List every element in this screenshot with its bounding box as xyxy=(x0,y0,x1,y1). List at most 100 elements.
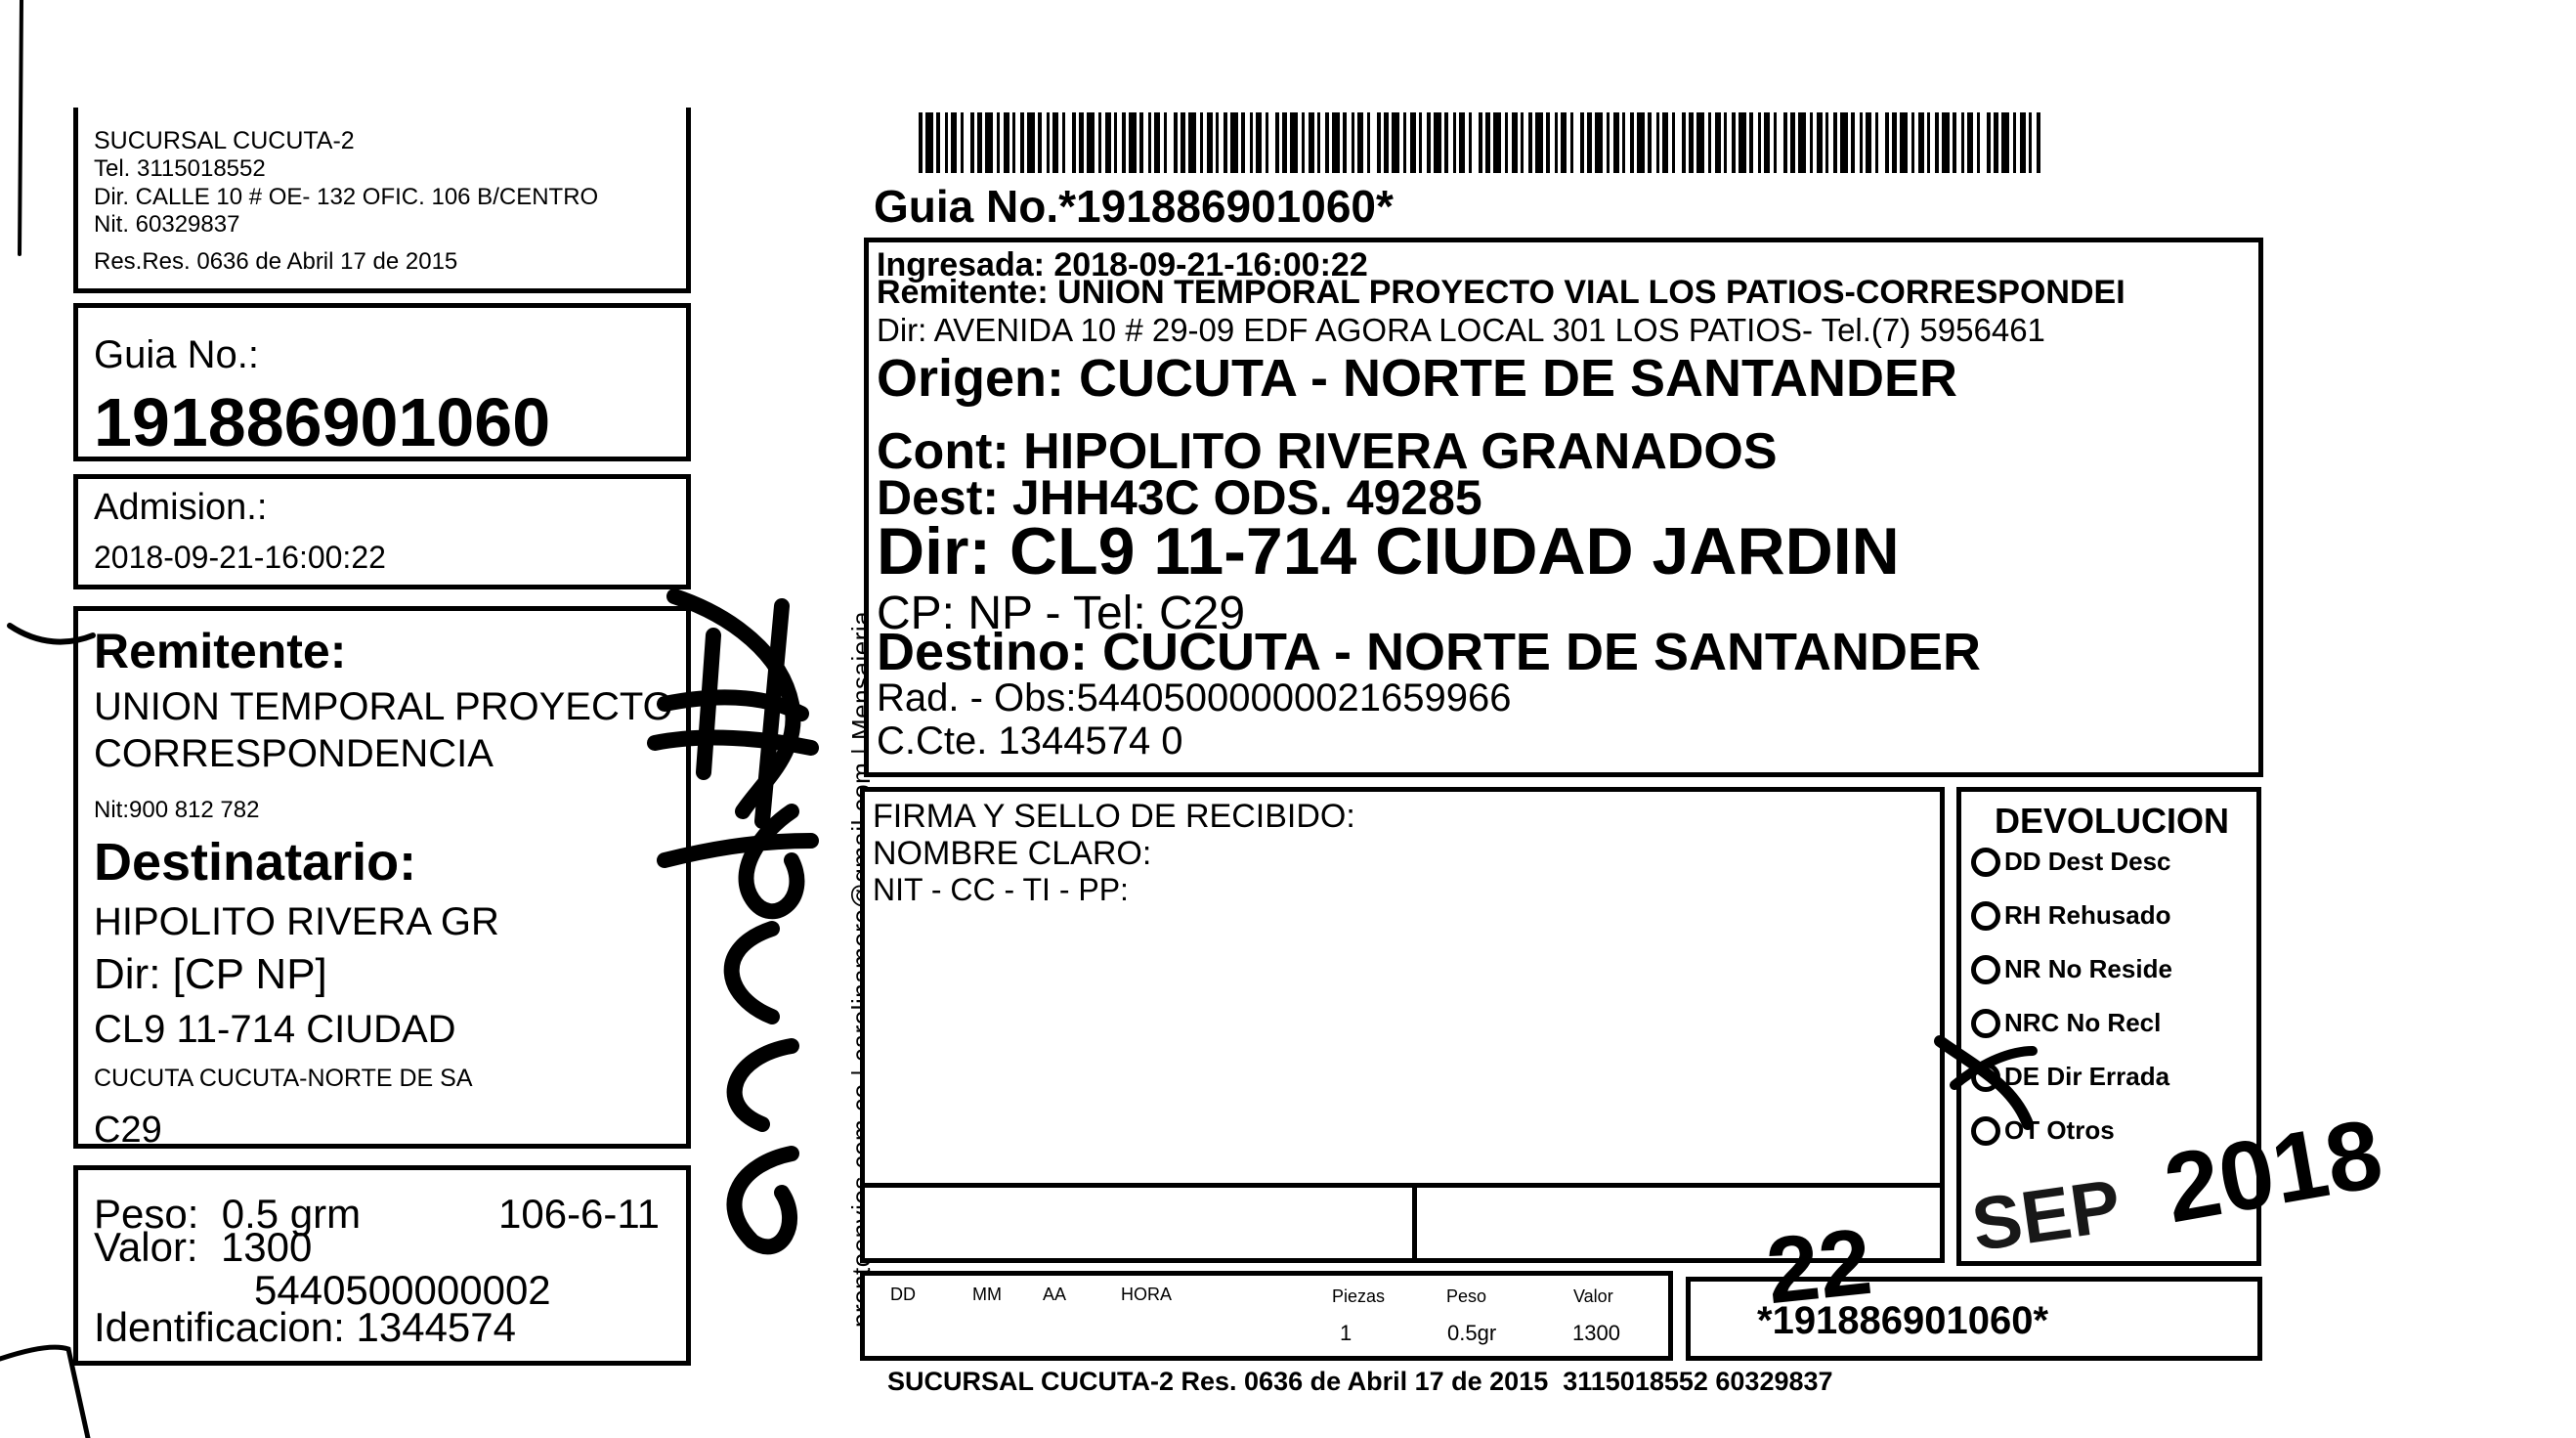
barcode-bar xyxy=(1696,112,1704,173)
barcode-bar xyxy=(1174,112,1178,173)
barcode-bar xyxy=(1352,112,1354,173)
barcode-bar xyxy=(961,112,964,173)
barcode-bar xyxy=(1607,112,1610,173)
radio-nrc[interactable] xyxy=(1971,1008,2000,1038)
radio-nr[interactable] xyxy=(1971,954,2000,984)
barcode-bar xyxy=(1317,112,1320,173)
barcode-bar xyxy=(1105,112,1111,173)
barcode-bar xyxy=(1825,112,1828,173)
barcode-bar xyxy=(1367,112,1370,173)
barcode-bar xyxy=(1079,112,1084,173)
barcode-bar xyxy=(1256,112,1262,173)
barcode-bar xyxy=(1555,112,1558,173)
barcode-bar xyxy=(1918,112,1924,173)
barcode-bar xyxy=(1129,112,1137,173)
barcode-text: *191886901060* xyxy=(1757,1299,2049,1342)
barcode-bar xyxy=(1613,112,1619,173)
barcode-bar xyxy=(1020,112,1024,173)
barcode-bar xyxy=(1302,112,1305,173)
barcode-bar xyxy=(1403,112,1406,173)
barcode-bar xyxy=(1200,112,1203,173)
val-valor: 1300 xyxy=(1572,1321,1620,1345)
barcode-bar xyxy=(1961,112,1964,173)
barcode-bar xyxy=(1570,112,1573,173)
barcode-bar xyxy=(1758,112,1761,173)
footer-text: SUCURSAL CUCUTA-2 Res. 0636 de Abril 17 … xyxy=(887,1367,1833,1396)
barcode-bar xyxy=(1732,112,1736,173)
barcode-bar xyxy=(1546,112,1550,173)
barcode-bar xyxy=(1935,112,1939,173)
barcode-bar xyxy=(1139,112,1143,173)
devolucion-option-rh[interactable]: RH Rehusado xyxy=(1971,900,2170,931)
barcode-bar xyxy=(1181,112,1185,173)
destinatario-label: Destinatario: xyxy=(94,833,417,892)
barcode-bar xyxy=(1230,112,1238,173)
barcode-bar xyxy=(1595,112,1603,173)
barcode-bar xyxy=(1479,112,1482,173)
remitente-line2: CORRESPONDENCIA xyxy=(94,732,494,775)
barcode-bar xyxy=(936,112,940,173)
barcode-bar xyxy=(1987,112,1991,173)
barcode-bar xyxy=(1384,112,1389,173)
barcode-bar xyxy=(1708,112,1711,173)
peso-line: Peso: 0.5 grm xyxy=(94,1191,362,1237)
barcode-bar xyxy=(1188,112,1196,173)
devolucion-option-nrc[interactable]: NRC No Recl xyxy=(1971,1008,2161,1038)
radio-ot[interactable] xyxy=(1971,1115,2000,1146)
guia-number: 191886901060 xyxy=(94,384,551,460)
guia-title: Guia No.*191886901060* xyxy=(874,181,1394,232)
devolucion-option-dd[interactable]: DD Dest Desc xyxy=(1971,847,2171,877)
barcode-bar xyxy=(1282,112,1287,173)
info-origen: Origen: CUCUTA - NORTE DE SANTANDER xyxy=(877,349,1957,408)
col-valor: Valor xyxy=(1573,1286,1613,1306)
barcode-bar xyxy=(1325,112,1329,173)
destinatario-name: HIPOLITO RIVERA GR xyxy=(94,900,499,943)
info-dest: Dest: JHH43C ODS. 49285 xyxy=(877,470,1482,525)
barcode-bar xyxy=(1739,112,1746,173)
barcode-bar xyxy=(1241,112,1245,173)
barcode-bar xyxy=(1715,112,1721,173)
peso-box: Peso: 0.5 grm 106-6-11 Valor: 1300 54405… xyxy=(73,1165,691,1366)
barcode-bar xyxy=(1790,112,1795,173)
info-box: Ingresada: 2018-09-21-16:00:22 Remitente… xyxy=(864,238,2263,777)
barcode-bar xyxy=(1911,112,1914,173)
remitente-nit: Nit:900 812 782 xyxy=(94,797,260,823)
barcode-bar xyxy=(945,112,948,173)
info-cp: CP: NP - Tel: C29 xyxy=(877,588,1246,639)
barcode-bar xyxy=(1662,112,1668,173)
barcode-bar xyxy=(1860,112,1863,173)
barcode-bar xyxy=(2029,112,2032,173)
barcode-bar xyxy=(1764,112,1770,173)
radio-dd[interactable] xyxy=(1971,847,2000,877)
barcode-bar xyxy=(1072,112,1076,173)
admision-date: 2018-09-21-16:00:22 xyxy=(94,540,386,575)
info-dir: Dir: AVENIDA 10 # 29-09 EDF AGORA LOCAL … xyxy=(877,312,2045,348)
barcode-bar xyxy=(1332,112,1340,173)
firma-line3: NIT - CC - TI - PP: xyxy=(873,872,1129,907)
barcode-bar xyxy=(1977,112,1980,173)
barcode-bar xyxy=(1535,112,1543,173)
barcode-bar xyxy=(1528,112,1532,173)
guia-box: Guia No.: 191886901060 xyxy=(73,303,691,461)
barcode-bar xyxy=(1453,112,1456,173)
barcode-bar xyxy=(1114,112,1117,173)
barcode-bar xyxy=(1427,112,1431,173)
devolucion-option-de[interactable]: DE Dir Errada xyxy=(1971,1062,2169,1092)
firma-box: FIRMA Y SELLO DE RECIBIDO: NOMBRE CLARO:… xyxy=(860,787,1945,1263)
barcode-bar xyxy=(1004,112,1009,173)
barcode-bar xyxy=(2001,112,2009,173)
radio-de[interactable] xyxy=(1971,1062,2000,1092)
barcode-bar xyxy=(1459,112,1465,173)
info-cont: Cont: HIPOLITO RIVERA GRANADOS xyxy=(877,423,1778,480)
info-remitente: Remitente: UNION TEMPORAL PROYECTO VIAL … xyxy=(877,274,2125,311)
barcode-bar xyxy=(1724,112,1727,173)
devolucion-option-nr[interactable]: NR No Reside xyxy=(1971,954,2172,984)
barcode-bar xyxy=(1275,112,1279,173)
barcode-bar xyxy=(1444,112,1448,173)
peso-code: 106-6-11 xyxy=(498,1191,661,1237)
firma-line2: NOMBRE CLARO: xyxy=(873,835,1152,872)
radio-rh[interactable] xyxy=(1971,900,2000,931)
devolucion-option-ot[interactable]: OT Otros xyxy=(1971,1115,2115,1146)
barcode-bar xyxy=(1580,112,1584,173)
barcode-bar xyxy=(1682,112,1686,173)
